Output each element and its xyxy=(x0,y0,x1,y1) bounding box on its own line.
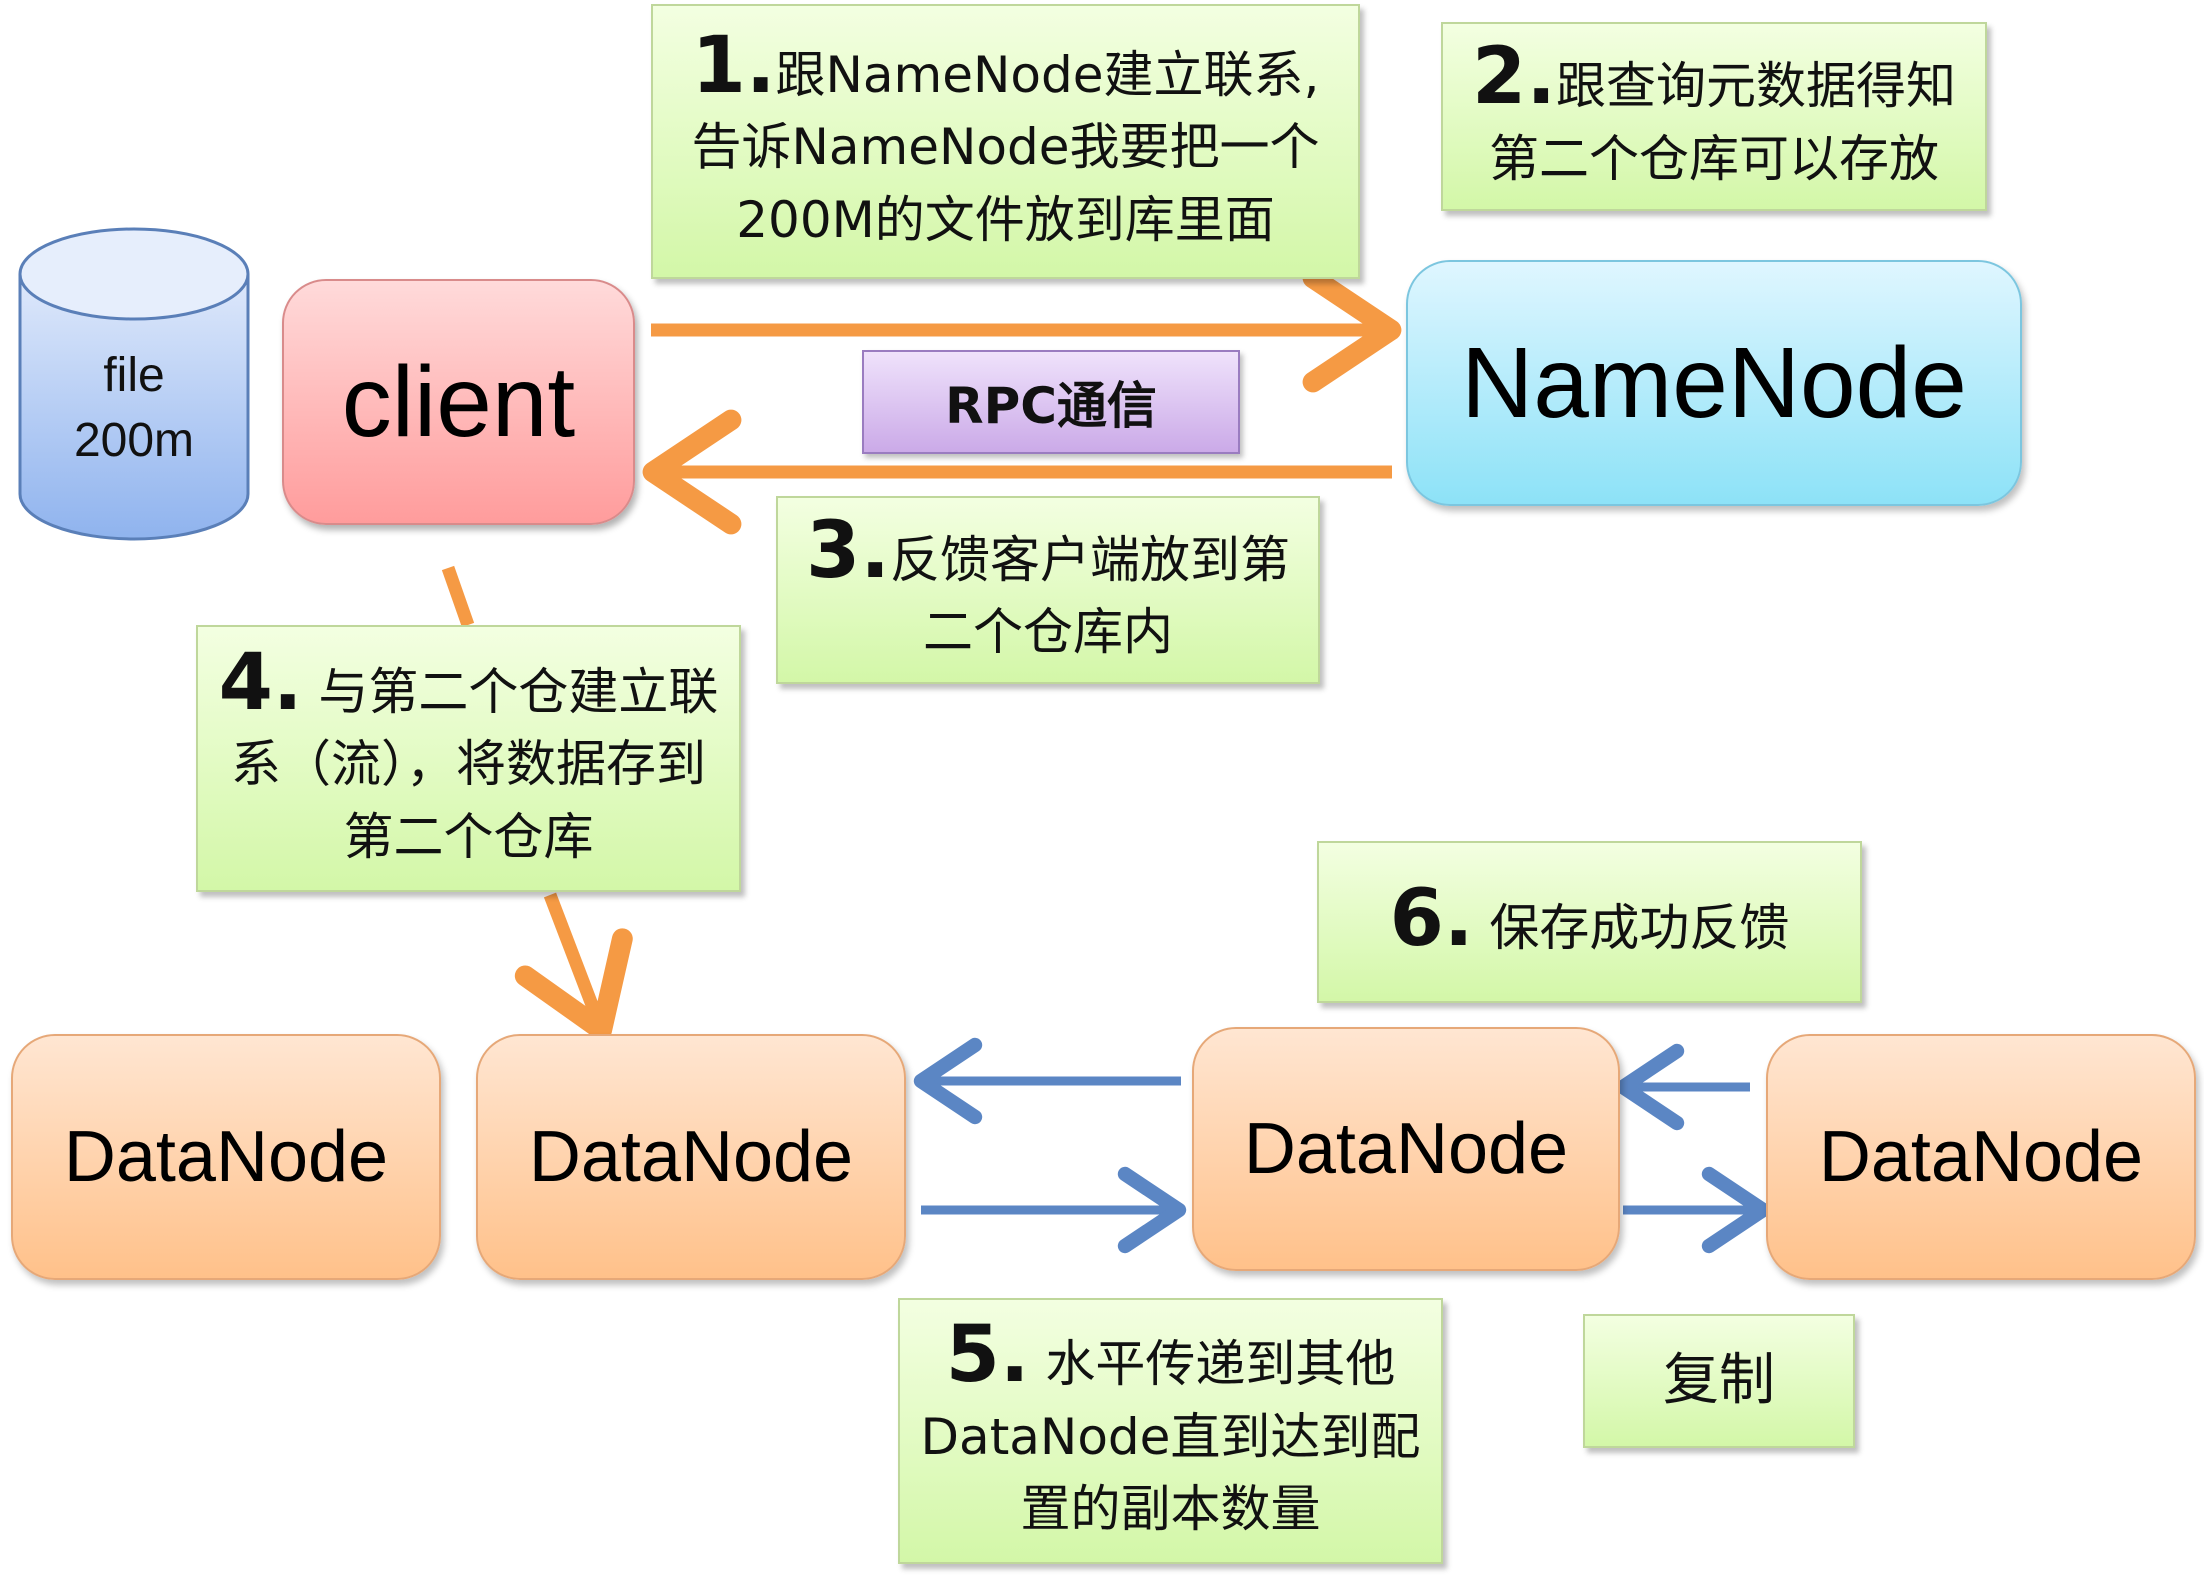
rpc-label-box: RPC通信 xyxy=(862,350,1240,454)
step-text: 置的副本数量 xyxy=(1020,1480,1321,1539)
datanode-3[interactable]: DataNode xyxy=(1192,1027,1620,1271)
step-text: 反馈客户端放到第 xyxy=(889,530,1290,589)
step-text: 第二个仓库可以存放 xyxy=(1489,129,1939,188)
step4-note: 4. 与第二个仓建立联 系（流），将数据存到 第二个仓库 xyxy=(196,625,741,892)
database-icon xyxy=(18,227,250,541)
datanode-label: DataNode xyxy=(1818,1117,2144,1197)
step-number: 1. xyxy=(691,20,776,111)
copy-label: 复制 xyxy=(1663,1348,1775,1414)
step-text: 与第二个仓建立联 xyxy=(318,662,719,721)
arrow-client-to-datanode-top xyxy=(441,565,475,628)
client-label: client xyxy=(341,345,576,458)
arrow-client-to-datanode xyxy=(514,892,633,1041)
datanode-label: DataNode xyxy=(1243,1109,1569,1189)
step-text: 保存成功反馈 xyxy=(1489,898,1790,957)
step1-note: 1.跟NameNode建立联系, 告诉NameNode我要把一个 200M的文件… xyxy=(651,4,1360,279)
step-text: 二个仓库内 xyxy=(923,603,1173,661)
copy-note: 复制 xyxy=(1583,1314,1855,1448)
namenode-label: NameNode xyxy=(1461,326,1967,439)
step6-note: 6. 保存成功反馈 xyxy=(1317,841,1862,1003)
rpc-label: RPC通信 xyxy=(945,377,1157,435)
step-text: 第二个仓库 xyxy=(343,807,594,866)
namenode-node[interactable]: NameNode xyxy=(1406,260,2022,506)
client-node[interactable]: client xyxy=(282,279,635,525)
datanode-1[interactable]: DataNode xyxy=(11,1034,441,1280)
file-size: 200m xyxy=(73,413,195,467)
datanode-label: DataNode xyxy=(63,1117,389,1197)
step-text: 200M的文件放到库里面 xyxy=(736,190,1275,249)
step-text: 水平传递到其他 xyxy=(1045,1335,1396,1394)
step5-note: 5. 水平传递到其他 DataNode直到达到配 置的副本数量 xyxy=(898,1298,1443,1564)
step-number: 2. xyxy=(1472,32,1556,122)
step-number: 5. xyxy=(945,1310,1030,1401)
file-label: file 200m xyxy=(17,344,251,474)
datanode-2[interactable]: DataNode xyxy=(476,1034,906,1280)
step-text: 告诉NameNode我要把一个 xyxy=(691,118,1320,177)
step-text: 跟NameNode建立联系, xyxy=(775,45,1320,104)
step-text: DataNode直到达到配 xyxy=(920,1407,1421,1466)
datanode-label: DataNode xyxy=(528,1117,854,1197)
file-cylinder: file 200m xyxy=(17,226,251,546)
step-text: 跟查询元数据得知 xyxy=(1555,57,1956,115)
step-number: 4. xyxy=(218,637,303,728)
step3-note: 3.反馈客户端放到第 二个仓库内 xyxy=(776,496,1320,684)
step2-note: 2.跟查询元数据得知 第二个仓库可以存放 xyxy=(1441,22,1987,211)
step-text: 系（流），将数据存到 xyxy=(231,735,706,794)
file-name: file xyxy=(103,349,165,402)
step-number: 6. xyxy=(1389,873,1474,964)
step-number: 3. xyxy=(806,505,890,596)
datanode-4[interactable]: DataNode xyxy=(1766,1034,2196,1280)
